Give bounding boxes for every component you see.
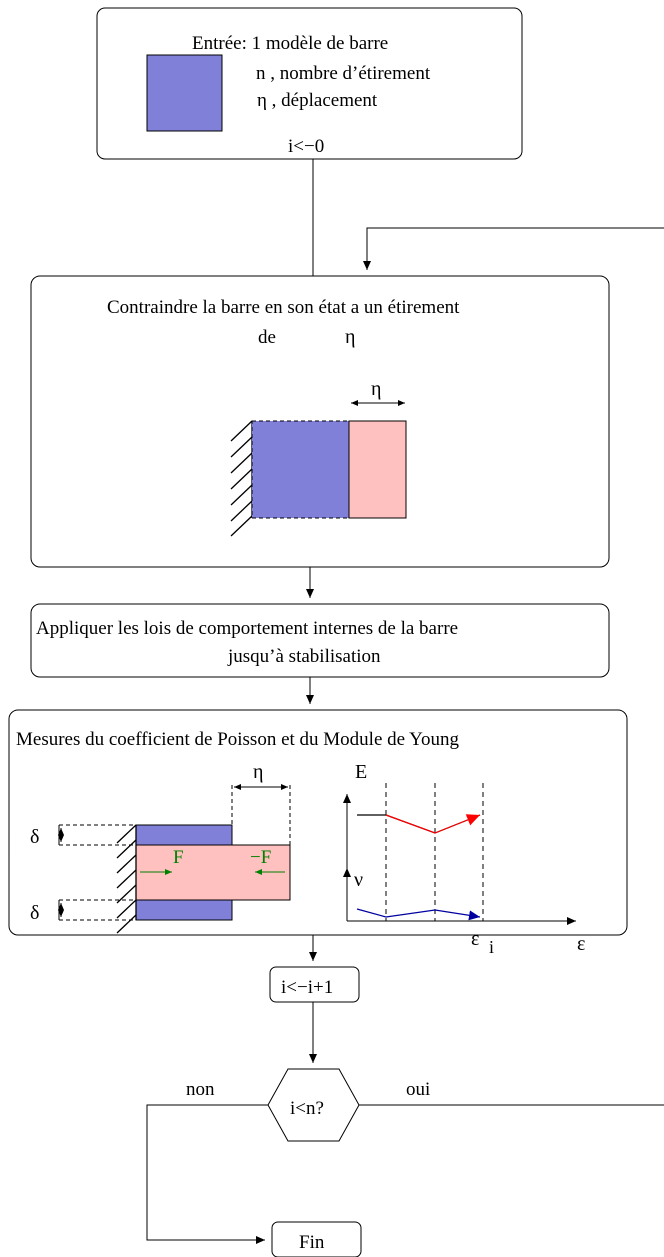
measure-box: Mesures du coefficient de Poisson et du … (8, 709, 628, 957)
measure-title: Mesures du coefficient de Poisson et du … (16, 729, 459, 750)
decision-box: i<n? (267, 1068, 360, 1142)
apply-line2: jusqu’à stabilisation (227, 646, 381, 667)
graph-E-curve-red (385, 814, 481, 834)
force-left-label: F (173, 847, 184, 868)
increment-box: i<−i+1 (269, 966, 360, 1003)
delta-top-label: δ (30, 826, 39, 848)
apply-line1: Appliquer les lois de comportement inter… (36, 618, 458, 639)
delta-bottom-label: δ (30, 902, 39, 924)
graph-nu-curve (356, 908, 481, 921)
constrain-line2-eta: η (345, 326, 355, 348)
input-eta-line: η , déplacement (257, 90, 378, 111)
increment-label: i<−i+1 (281, 977, 333, 998)
input-init: i<−0 (288, 136, 324, 157)
wall-hatch (230, 420, 253, 537)
measure-wall-hatch (116, 824, 137, 934)
decision-label: i<n? (290, 1098, 324, 1119)
bar-bottom-shrink (135, 899, 233, 921)
end-label: Fin (299, 1232, 325, 1253)
graph-label-eps: ε (577, 933, 585, 955)
input-n-line: n , nombre d’étirement (256, 63, 431, 84)
input-title: Entrée: 1 modèle de barre (192, 33, 388, 54)
stretch-dimension-label: η (371, 378, 381, 400)
graph-label-eps-i: ε (471, 928, 479, 950)
bar-stretched (348, 420, 407, 519)
graph-label-eps-i-sub: i (489, 937, 494, 957)
no-branch-label: non (186, 1079, 215, 1100)
apply-box: Appliquer les lois de comportement inter… (30, 603, 610, 678)
measure-bar-diagram: η δ δ F −F (30, 761, 291, 934)
force-right-label: −F (250, 847, 271, 868)
constrain-line2-de: de (258, 327, 276, 348)
bar-top-shrink (135, 824, 233, 846)
yes-branch-label: oui (406, 1079, 430, 1100)
end-box: Fin (271, 1221, 362, 1257)
loop-back-arrow (363, 227, 664, 270)
input-box: Entrée: 1 modèle de barre n , nombre d’é… (96, 7, 523, 160)
constrain-line1: Contraindre la barre en son état a un ét… (107, 297, 460, 318)
graph-label-nu: ν (354, 869, 363, 891)
bar-model-square (146, 54, 223, 132)
bar-original (251, 420, 350, 519)
measure-graph: E ν ε i ε (343, 761, 585, 957)
constrain-box: Contraindre la barre en son état a un ét… (30, 275, 610, 568)
graph-label-E: E (355, 761, 367, 783)
measure-eta-label: η (253, 761, 263, 783)
no-branch-line (146, 1104, 268, 1244)
